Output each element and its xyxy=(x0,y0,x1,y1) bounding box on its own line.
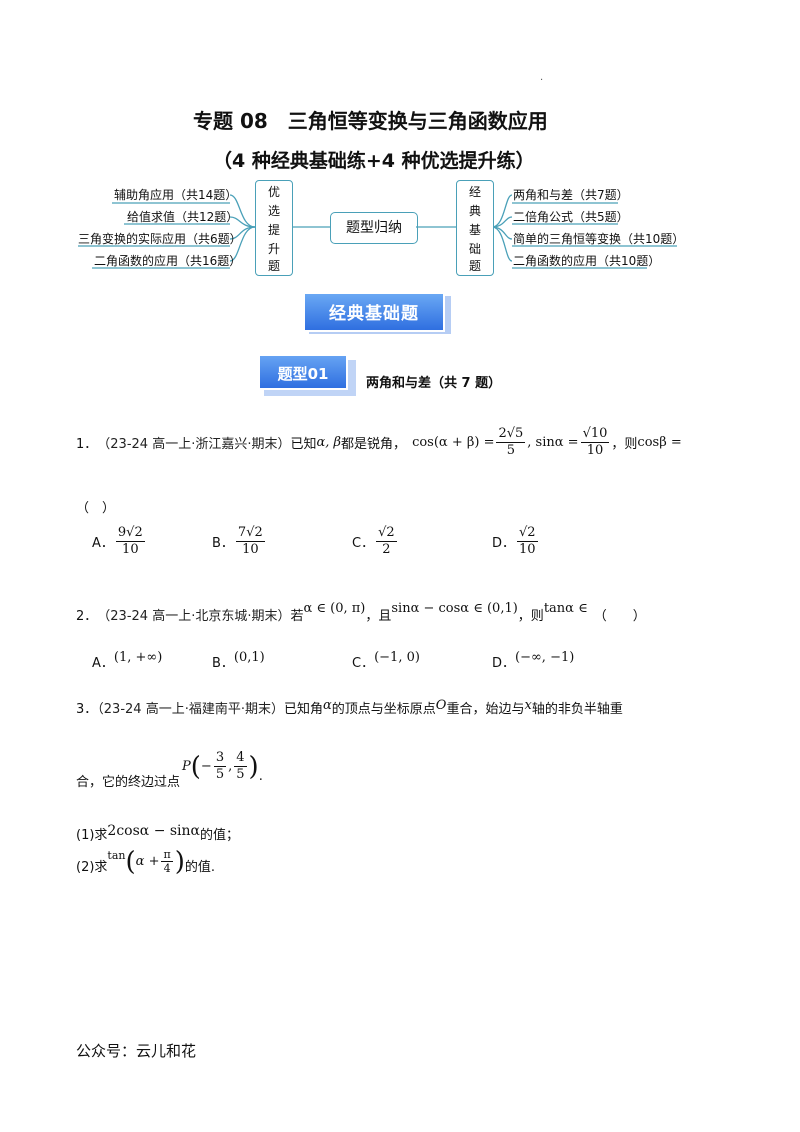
mindmap-right-item-1: 两角和与差（共7题） xyxy=(513,188,629,202)
mindmap-basic-box: 经典基础题 xyxy=(456,180,494,276)
mindmap-lines xyxy=(78,194,677,269)
mindmap-right-item-3: 简单的三角恒等变换（共10题） xyxy=(513,232,685,246)
mindmap-left-item-4: 二角函数的应用（共16题） xyxy=(94,254,242,268)
mindmap-left-item-2: 给值求值（共12题） xyxy=(127,210,239,224)
mindmap-right-item-4: 二角函数的应用（共10题） xyxy=(513,254,661,268)
question-1-stem: 1． （23-24 高一上·浙江嘉兴·期末） 已知 α, β 都是锐角， cos… xyxy=(76,426,682,458)
question-1-blank: （ ） xyxy=(76,501,116,516)
question-number: 1． xyxy=(76,437,98,452)
mindmap-advanced-box: 优选提升题 xyxy=(255,180,293,276)
page-title: 专题 08 三角恒等变换与三角函数应用 xyxy=(193,109,548,133)
question-source: （23-24 高一上·浙江嘉兴·期末） xyxy=(97,437,291,452)
mindmap-right-item-2: 二倍角公式（共5题） xyxy=(513,210,629,224)
option-a[interactable]: A．(1, +∞) xyxy=(92,650,163,671)
top-dot: . xyxy=(540,72,544,83)
cos-sum-expr: cos(α + β) = xyxy=(412,435,495,450)
type-title: 两角和与差（共 7 题） xyxy=(366,376,502,391)
section-banner: 经典基础题 xyxy=(303,292,445,332)
page-subtitle: （4 种经典基础练+4 种优选提升练） xyxy=(213,150,535,172)
question-source: （23-24 高一上·福建南平·期末） xyxy=(97,702,284,717)
question-number: 2． xyxy=(76,609,98,624)
cos-beta-expr: cosβ = xyxy=(637,435,682,450)
option-d[interactable]: D．(−∞, −1) xyxy=(492,650,575,671)
mindmap-center: 题型归纳 xyxy=(330,212,418,244)
option-c[interactable]: C．(−1, 0) xyxy=(352,650,420,671)
question-source: （23-24 高一上·北京东城·期末） xyxy=(97,609,291,624)
question-number: 3． xyxy=(76,702,98,717)
type-badge: 题型01 xyxy=(258,354,348,390)
mindmap-left-item-3: 三角变换的实际应用（共6题） xyxy=(78,232,242,246)
question-3-line-1: 3．（23-24 高一上·福建南平·期末）已知角α的顶点与坐标原点O重合，始边与… xyxy=(76,698,623,717)
question-2-stem: 2． （23-24 高一上·北京东城·期末） 若 α ∈ (0, π) ，且 s… xyxy=(76,601,646,624)
question-3-part-1: (1)求2cosα − sinα的值； xyxy=(76,823,240,843)
option-b[interactable]: B．(0,1) xyxy=(212,650,265,671)
mindmap-left-item-1: 辅助角应用（共14题） xyxy=(114,188,238,202)
footer-wechat-account: 公众号：云儿和花 xyxy=(76,1042,197,1060)
